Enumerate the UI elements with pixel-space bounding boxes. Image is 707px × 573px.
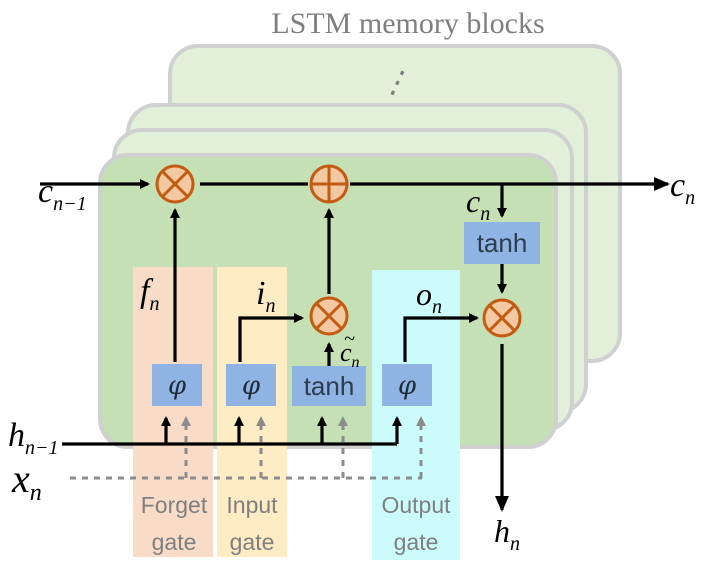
input-multiply-op (309, 296, 349, 336)
sigmoid-forget-label: φ (168, 371, 187, 401)
forget-gate-column (133, 267, 213, 557)
output-multiply-op (482, 298, 522, 338)
input-gate-column (217, 267, 287, 557)
tanh-cell-box (464, 222, 540, 264)
sigmoid-input-box (226, 364, 276, 406)
sigmoid-output-box (382, 364, 432, 406)
tanh-candidate-label: tanh (304, 371, 355, 401)
output-gate-label-line1: Output (381, 492, 451, 518)
x-n-label: xn (11, 456, 42, 506)
tanh-candidate-box (292, 366, 366, 406)
forget-gate-label-line1: Forget (141, 492, 208, 518)
input-gate-label-line1: Input (226, 492, 278, 518)
h-prev-label: hn−1 (8, 417, 59, 459)
tanh-cell-label: tanh (477, 228, 528, 258)
c-tilde-label: cn (340, 338, 360, 371)
forget-multiply-op (155, 164, 195, 204)
input-gate-label-line2: gate (230, 529, 275, 555)
c-out-label: cn (670, 167, 695, 209)
sigmoid-output-label: φ (398, 371, 417, 401)
c-tilde-accent: ~ (344, 328, 355, 350)
input-to-mult-arrow (238, 313, 304, 362)
cell-add-op (309, 164, 349, 204)
output-gate-label-line2: gate (394, 529, 439, 555)
c-n-inner-label: cn (466, 183, 490, 225)
diagram-title: LSTM memory blocks (271, 7, 544, 40)
sigmoid-input-label: φ (242, 371, 261, 401)
h-out-label: hn (494, 513, 520, 555)
forget-gate-label-line2: gate (152, 529, 197, 555)
output-to-mult-arrow (403, 313, 479, 362)
sigmoid-forget-box (152, 364, 202, 406)
o-n-label: on (416, 276, 442, 318)
i-n-label: in (256, 275, 275, 317)
c-prev-label: cn−1 (38, 173, 87, 215)
